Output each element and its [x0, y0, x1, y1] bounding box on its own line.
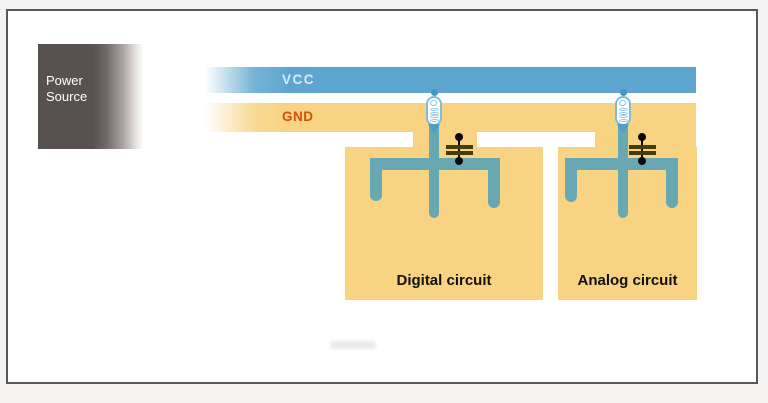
- inductor-tip-icon: [428, 124, 440, 134]
- vcc-rail: VCC: [205, 67, 696, 93]
- analog-power-trace-right-stub: [666, 158, 678, 208]
- gnd-rail: GND: [205, 103, 696, 132]
- inductor-terminal-dot-icon: [619, 88, 627, 96]
- capacitor-bottom-dot-icon: [638, 157, 646, 165]
- digital-power-trace-left-stub: [370, 158, 382, 201]
- power-source-label: Power Source: [46, 73, 88, 104]
- capacitor-plate-icon: [445, 150, 473, 155]
- capacitor-plate-icon: [628, 144, 656, 149]
- analog-power-trace-horizontal: [565, 158, 678, 170]
- digital-power-trace-horizontal: [370, 158, 500, 170]
- capacitor-lead-icon: [640, 137, 644, 161]
- inductor-coil-body-icon: [615, 96, 631, 126]
- digital-circuit-label: Digital circuit: [396, 272, 492, 289]
- capacitor-bottom-dot-icon: [455, 157, 463, 165]
- coil-opening-icon: [619, 100, 626, 106]
- watermark-artifact: [330, 341, 376, 349]
- vcc-rail-label: VCC: [282, 72, 316, 87]
- inductor-tip-icon: [617, 124, 629, 134]
- coil-opening-icon: [430, 100, 437, 106]
- digital-circuit-block: Digital circuit: [345, 147, 543, 300]
- gnd-rail-label: GND: [282, 109, 314, 124]
- capacitor-plate-icon: [445, 144, 473, 149]
- inductor-coil-body-icon: [426, 96, 442, 126]
- analog-power-trace-left-stub: [565, 158, 577, 202]
- coil-windings-icon: [428, 108, 440, 122]
- digital-power-trace-right-stub: [488, 158, 500, 208]
- capacitor-top-dot-icon: [638, 133, 646, 141]
- capacitor-top-dot-icon: [455, 133, 463, 141]
- capacitor-plate-icon: [628, 150, 656, 155]
- capacitor-lead-icon: [457, 137, 461, 161]
- coil-windings-icon: [617, 108, 629, 122]
- inductor-terminal-dot-icon: [430, 88, 438, 96]
- analog-circuit-label: Analog circuit: [577, 272, 678, 289]
- power-source-box: Power Source: [38, 44, 144, 149]
